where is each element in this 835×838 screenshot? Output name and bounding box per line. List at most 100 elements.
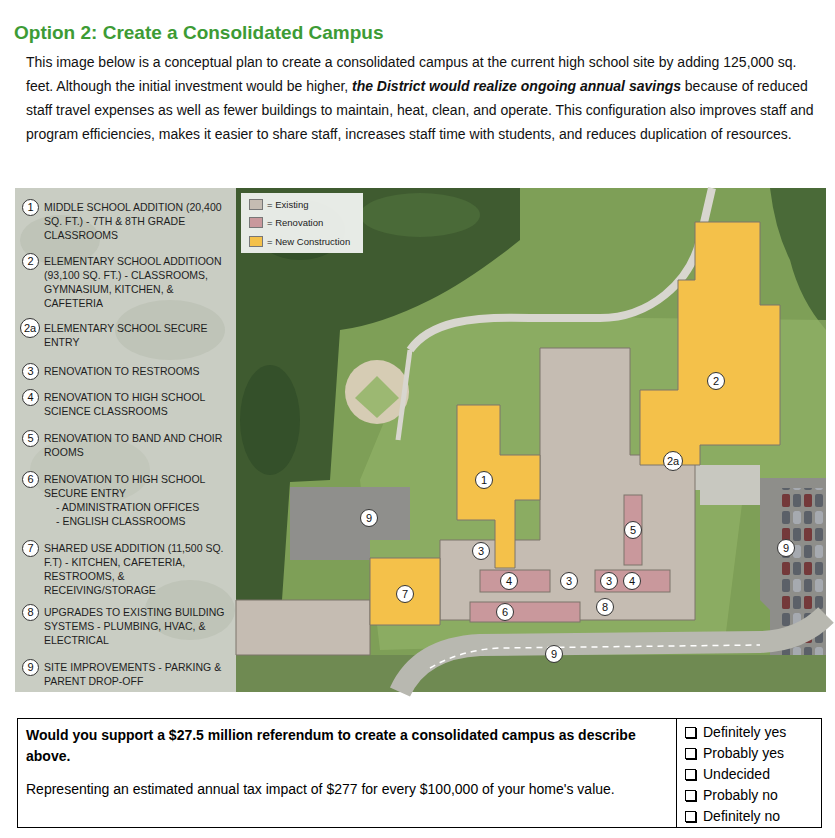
parked-cars — [780, 488, 826, 684]
callout-text: 9 — [551, 649, 557, 660]
panel-ground — [15, 188, 236, 692]
traffic-arrows — [430, 645, 760, 668]
callout-number: 7 — [22, 540, 39, 557]
callout-number: 4 — [623, 572, 641, 590]
callout-text: 3 — [27, 366, 33, 377]
callout-number: 4 — [500, 572, 518, 590]
callout-number: 3 — [560, 572, 578, 590]
callout-text: 5 — [630, 525, 636, 536]
legend-box: = Existing = Renovation = New Construction — [241, 193, 363, 253]
new-construction — [640, 222, 780, 465]
callout-text: 6 — [27, 474, 33, 485]
key-description: UPGRADES TO EXISTING BUILDING SYSTEMS - … — [44, 605, 234, 647]
callout-number: 8 — [596, 598, 614, 616]
legend-swatch — [249, 217, 263, 228]
intro-paragraph: This image below is a conceptual plan to… — [26, 50, 821, 146]
callout-number: 9 — [360, 509, 378, 527]
callout-text: 2 — [713, 376, 719, 387]
question-text: Would you support a $27.5 million refere… — [26, 725, 666, 767]
callout-text: 3 — [566, 576, 572, 587]
key-description: - ENGLISH CLASSROOMS — [56, 514, 234, 528]
answer-option: Undecided — [685, 764, 770, 784]
intro-text: the District would realize ongoing annua… — [352, 78, 681, 94]
callout-text: 2a — [667, 456, 679, 467]
option-text: Definitely yes — [703, 724, 786, 740]
renovation-area — [595, 570, 670, 592]
legend-text: = Existing — [267, 199, 308, 210]
callout-text: 4 — [506, 576, 512, 587]
callout-text: 1 — [481, 475, 487, 486]
callout-text: 8 — [602, 602, 608, 613]
checkbox — [685, 748, 696, 759]
lower-ground — [236, 655, 826, 692]
callout-text: 4 — [27, 392, 33, 403]
callout-number: 3 — [472, 542, 490, 560]
buildings — [236, 222, 780, 655]
key-description: RENOVATION TO RESTROOMS — [44, 364, 234, 378]
legend-text: = Renovation — [267, 217, 323, 228]
checkbox — [685, 769, 696, 780]
callout-number: 1 — [22, 199, 39, 216]
callout-number: 5 — [22, 430, 39, 447]
legend-text: = New Construction — [267, 236, 350, 247]
callout-number: 9 — [545, 645, 563, 663]
checkbox — [685, 811, 696, 822]
option-text: Probably yes — [703, 745, 784, 761]
question-note: Representing an estimated annual tax imp… — [26, 779, 666, 800]
grass — [236, 188, 826, 692]
callout-text: 5 — [27, 433, 33, 444]
existing-building — [236, 600, 370, 655]
answer-option: Probably no — [685, 785, 778, 805]
key-description: ELEMENTARY SCHOOL ADDITIOON (93,100 SQ. … — [44, 254, 234, 310]
legend-row: = Renovation — [249, 215, 323, 229]
callout-text: 9 — [783, 543, 789, 554]
callout-number: 9 — [22, 659, 39, 676]
legend-swatch — [249, 199, 263, 210]
key-description: ELEMENTARY SCHOOL SECURE ENTRY — [44, 321, 234, 349]
question-table: Would you support a $27.5 million refere… — [17, 718, 822, 828]
option-text: Probably no — [703, 787, 778, 803]
option-text: Undecided — [703, 766, 770, 782]
key-description: MIDDLE SCHOOL ADDITION (20,400 SQ. FT.) … — [44, 200, 234, 242]
legend-swatch — [249, 236, 263, 247]
tree-clump — [240, 365, 300, 475]
tree-clump — [360, 193, 480, 237]
callout-number: 7 — [396, 585, 414, 603]
checkbox — [685, 790, 696, 801]
key-description: SHARED USE ADDITION (11,500 SQ. F.T) - K… — [44, 541, 234, 597]
callout-text: 2a — [24, 323, 36, 334]
callout-number: 3 — [600, 572, 618, 590]
key-description: - ADMINISTRATION OFFICES — [56, 500, 234, 514]
callout-text: 3 — [478, 546, 484, 557]
callout-text: 8 — [27, 607, 33, 618]
table-cell: Definitely yesProbably yesUndecidedProba… — [677, 719, 821, 827]
renovation-area — [624, 495, 642, 565]
parking-lot — [290, 487, 410, 560]
legend-row: = Existing — [249, 197, 308, 211]
option-text: Definitely no — [703, 808, 780, 824]
callout-number: 8 — [22, 604, 39, 621]
callout-number: 2 — [22, 253, 39, 270]
new-construction — [457, 405, 540, 568]
drop-off-road — [400, 615, 826, 692]
callout-text: 7 — [402, 589, 408, 600]
callout-text: 7 — [27, 543, 33, 554]
callout-number: 6 — [22, 471, 39, 488]
renovation-area — [470, 602, 580, 622]
answer-option: Probably yes — [685, 743, 784, 763]
callout-text: 1 — [27, 202, 33, 213]
page-title: Option 2: Create a Consolidated Campus — [14, 22, 384, 44]
answer-option: Definitely yes — [685, 722, 786, 742]
callout-text: 3 — [606, 576, 612, 587]
new-construction — [370, 558, 440, 625]
answer-option: Definitely no — [685, 806, 780, 826]
key-description: RENOVATION TO HIGH SCHOOL SECURE ENTRY — [44, 472, 234, 500]
legend-row: = New Construction — [249, 234, 350, 248]
callout-number: 6 — [496, 603, 514, 621]
key-description: RENOVATION TO HIGH SCHOOL SCIENCE CLASSR… — [44, 390, 234, 418]
callout-number: 3 — [22, 363, 39, 380]
callout-text: 9 — [27, 662, 33, 673]
callout-number: 2 — [707, 372, 725, 390]
walkway — [398, 350, 410, 440]
